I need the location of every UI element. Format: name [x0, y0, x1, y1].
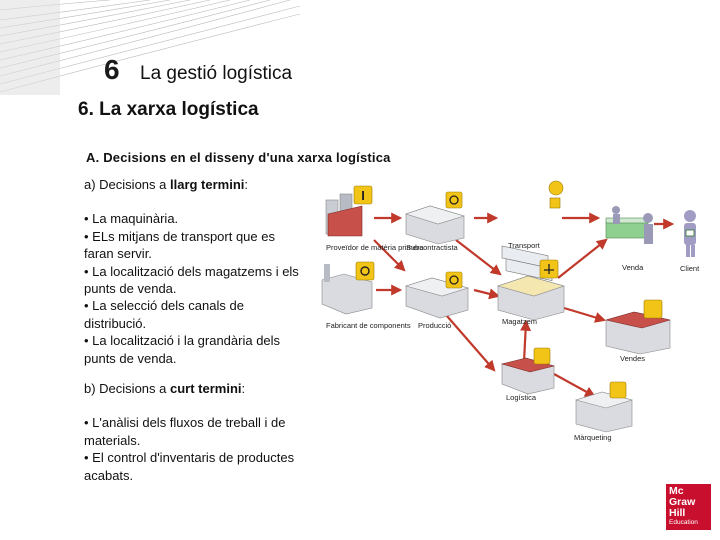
- flow-arrow: [563, 306, 607, 323]
- marketing-illustration: [574, 381, 634, 433]
- logo-line: Graw: [669, 496, 696, 508]
- label-fabricant: Fabricant de components: [326, 321, 411, 330]
- chapter-number: 6: [104, 54, 120, 85]
- label-subcontractista: Subcontractista: [406, 243, 459, 252]
- short-term-heading: b) Decisions a curt termini:: [84, 380, 304, 397]
- production-illustration: [404, 271, 470, 319]
- client-illustration: [684, 210, 696, 257]
- bullet-item: • La maquinària.: [84, 211, 179, 227]
- logo-line: Education: [669, 519, 698, 526]
- label-magatzem: Magatzem: [502, 317, 537, 326]
- flow-arrow: [557, 238, 608, 279]
- mcgraw-hill-logo: Mc Graw Hill Education: [666, 484, 711, 530]
- bullet-item: • ELs mitjans de transport que es faran …: [84, 228, 275, 262]
- svg-text:I: I: [361, 188, 365, 203]
- long-term-heading: a) Decisions a llarg termini:: [84, 176, 304, 193]
- heading-bold: llarg termini: [169, 177, 245, 192]
- flow-arrow: [553, 373, 596, 398]
- label-proveidor: Proveïdor de matèria primera: [326, 243, 424, 252]
- corner-texture: [0, 0, 300, 95]
- store-illustration: [605, 299, 671, 355]
- bullet-item: • El control d'inventaris de productes a…: [84, 450, 295, 483]
- logistics-illustration: [500, 347, 556, 395]
- bullet-item: • La localització dels magatzems i els p…: [84, 263, 299, 297]
- flow-arrow: [455, 239, 502, 276]
- flow-arrow: [520, 319, 532, 363]
- logistics-network-diagram: I: [321, 180, 700, 442]
- flow-arrow: [373, 239, 406, 272]
- label-venda: Venda: [622, 263, 644, 272]
- section-title: 6. La xarxa logística: [78, 99, 259, 120]
- bullet-item: • La localització i la grandària dels pu…: [84, 333, 281, 366]
- heading-prefix: a) Decisions a: [84, 177, 170, 192]
- supplier-illustration: I: [325, 185, 373, 237]
- component-maker-illustration: [321, 261, 375, 315]
- label-proveidor-text: Proveïdor de matèria primera: [326, 243, 424, 252]
- heading-suffix: :: [244, 177, 249, 192]
- bullet-item: • La selecció dels canals de distribució…: [84, 298, 244, 331]
- flow-arrow: [473, 288, 501, 300]
- logo-line: Mc: [669, 485, 684, 497]
- heading-suffix: :: [241, 381, 246, 396]
- bullet-item: • L'anàlisi dels fluxos de treball i de …: [84, 415, 286, 448]
- sale-illustration: [605, 206, 653, 244]
- long-term-block: a) Decisions a llarg termini: • La maqui…: [84, 176, 304, 367]
- heading-bold: curt termini: [169, 381, 242, 396]
- label-marqueting: Màrqueting: [574, 433, 612, 442]
- label-vendes: Vendes: [620, 354, 645, 363]
- heading-prefix: b) Decisions a: [84, 381, 170, 396]
- label-client: Client: [680, 264, 700, 273]
- chapter-title: La gestió logística: [140, 63, 293, 84]
- label-transport: Transport: [508, 241, 541, 250]
- sub-title: A. Decisions en el disseny d'una xarxa l…: [86, 150, 391, 165]
- flow-arrow: [439, 307, 496, 372]
- short-term-block: b) Decisions a curt termini: • L'anàlisi…: [84, 380, 304, 484]
- warehouse-illustration: [496, 259, 566, 321]
- logo-line: Hill: [669, 507, 686, 519]
- label-produccio: Producció: [418, 321, 451, 330]
- label-logistica: Logística: [506, 393, 537, 402]
- subcontractor-illustration: [405, 191, 466, 245]
